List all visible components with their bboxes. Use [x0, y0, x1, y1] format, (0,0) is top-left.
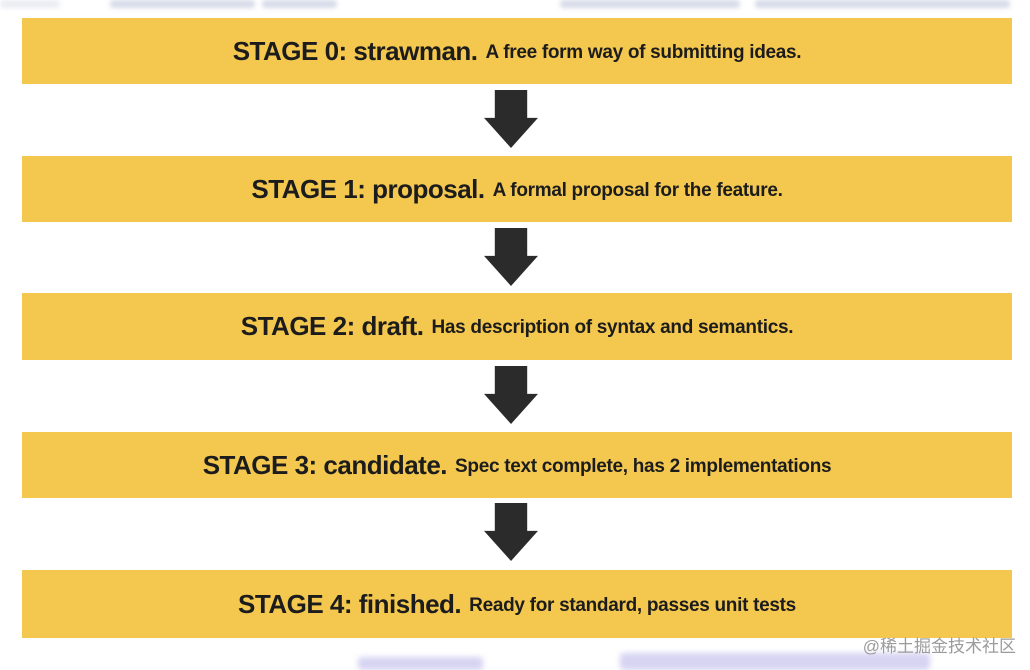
- stage-heading: STAGE 0: strawman.: [232, 35, 478, 66]
- top-edge-artifact: [560, 0, 740, 8]
- top-edge-artifact: [755, 0, 1010, 8]
- stage-banner-2: STAGE 2: draft. Has description of synta…: [22, 293, 1012, 360]
- stage-description: A free form way of submitting ideas.: [485, 41, 802, 63]
- stage-heading: STAGE 1: proposal.: [251, 173, 485, 204]
- stage-banner-0: STAGE 0: strawman. A free form way of su…: [22, 18, 1012, 84]
- down-arrow-icon: [484, 366, 538, 424]
- down-arrow-icon: [484, 228, 538, 286]
- stage-heading: STAGE 4: finished.: [238, 588, 462, 619]
- down-arrow-icon: [484, 503, 538, 561]
- stage-description: Ready for standard, passes unit tests: [469, 594, 796, 616]
- stage-description: A formal proposal for the feature.: [492, 179, 783, 201]
- top-edge-artifact: [0, 0, 60, 8]
- stage-description: Spec text complete, has 2 implementation…: [455, 455, 832, 477]
- top-edge-artifact: [262, 0, 337, 8]
- stage-description: Has description of syntax and semantics.: [431, 317, 794, 338]
- stage-banner-3: STAGE 3: candidate. Spec text complete, …: [22, 432, 1012, 498]
- stage-banner-4: STAGE 4: finished. Ready for standard, p…: [22, 570, 1012, 638]
- stage-heading: STAGE 2: draft.: [240, 311, 424, 341]
- stage-banner-1: STAGE 1: proposal. A formal proposal for…: [22, 156, 1012, 222]
- top-edge-artifact: [110, 0, 255, 8]
- watermark-text: @稀土掘金技术社区: [862, 637, 1016, 656]
- bottom-edge-artifact: [358, 657, 483, 670]
- stage-heading: STAGE 3: candidate.: [202, 449, 448, 480]
- down-arrow-icon: [484, 90, 538, 148]
